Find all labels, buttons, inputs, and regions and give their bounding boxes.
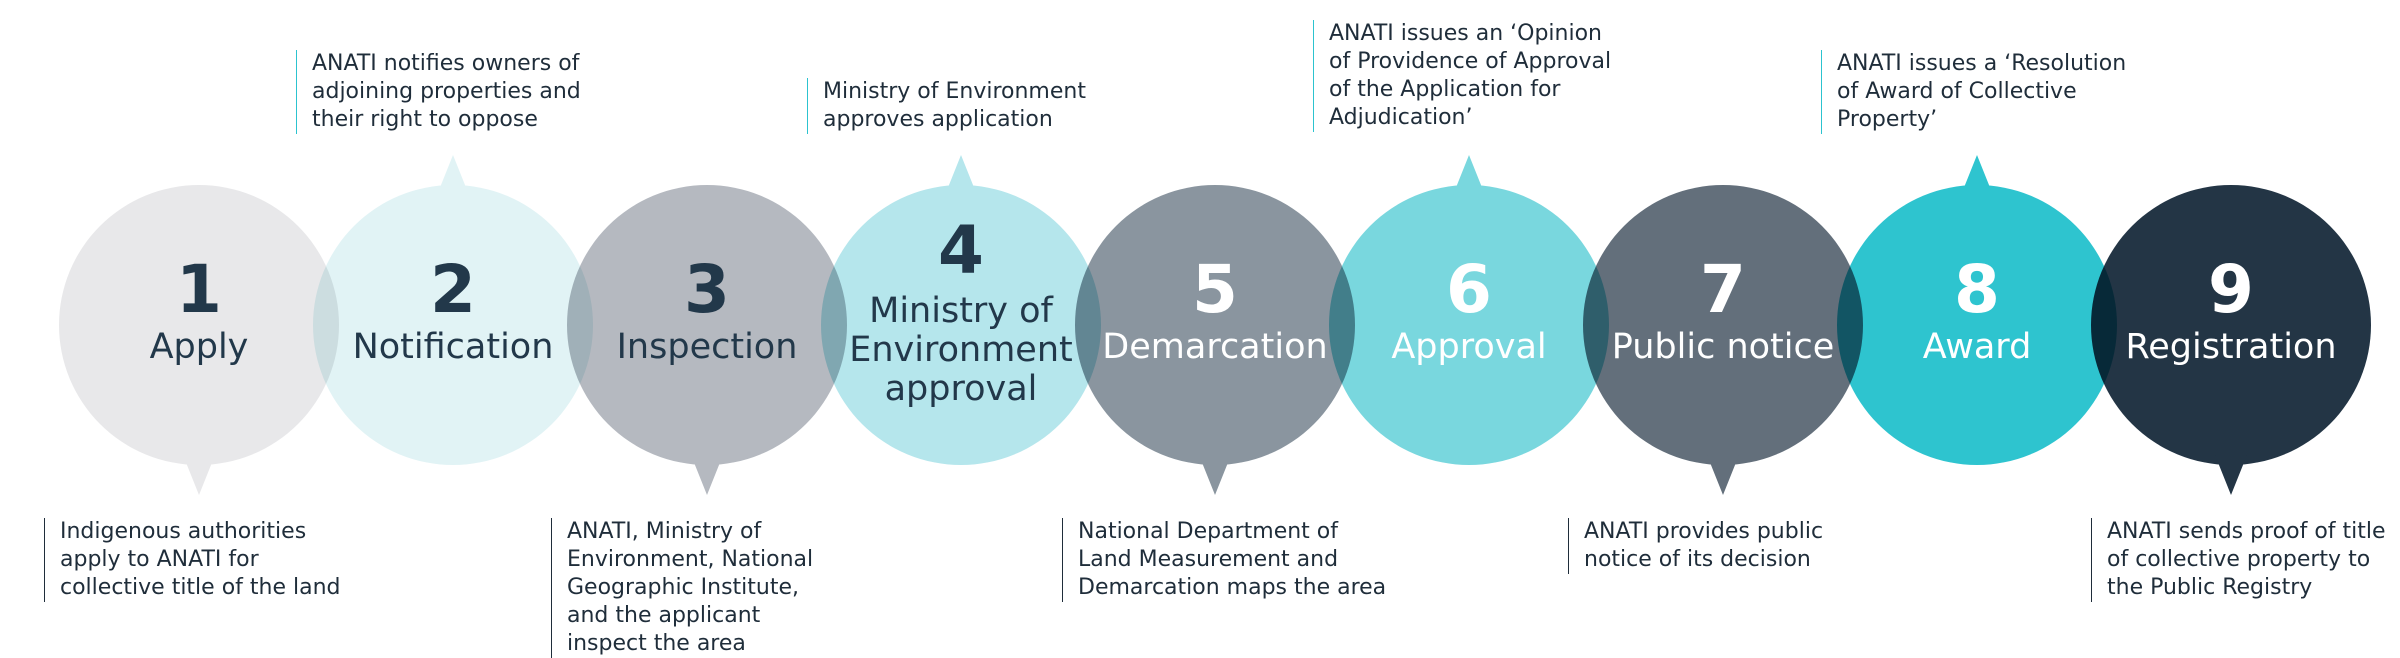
step-7-note: ANATI provides public notice of its deci… [1568,518,1823,574]
step-9-note: ANATI sends proof of title of collective… [2091,518,2386,602]
step-pointer [1961,155,1993,195]
step-number: 4 [938,212,984,289]
step-1 [59,185,339,495]
step-pointer [437,155,469,195]
step-5 [1075,185,1355,495]
step-pointer [1199,455,1231,495]
step-pointer [691,455,723,495]
step-8-note: ANATI issues a ‘Resolution of Award of C… [1821,50,2126,134]
step-label: Public notice [1612,327,1835,367]
step-circle [1075,185,1355,465]
step-6-note: ANATI issues an ‘Opinion of Providence o… [1313,20,1611,132]
step-pointer [1453,155,1485,195]
step-4-note: Ministry of Environment approves applica… [807,78,1086,134]
step-label: Apply [150,327,249,367]
step-3 [567,185,847,495]
step-number: 3 [684,251,730,328]
step-circle [59,185,339,465]
step-circle [2091,185,2371,465]
step-pointer [2215,455,2247,495]
step-label: Inspection [617,327,798,367]
step-pointer [183,455,215,495]
step-6 [1329,155,1609,465]
step-number: 8 [1954,251,2000,328]
step-2-note: ANATI notifies owners of adjoining prope… [296,50,581,134]
step-label: Demarcation [1102,327,1327,367]
step-2 [313,155,593,465]
step-8 [1837,155,2117,465]
step-5-note: National Department of Land Measurement … [1062,518,1386,602]
step-label: Notification [353,327,554,367]
step-circle [313,185,593,465]
step-number: 5 [1192,251,1238,328]
step-9 [2091,185,2371,495]
step-circle [567,185,847,465]
step-circle [821,185,1101,465]
step-label: Registration [2125,327,2336,367]
step-circle [1583,185,1863,465]
step-3-note: ANATI, Ministry of Environment, National… [551,518,813,658]
step-pointer [1707,455,1739,495]
step-number: 9 [2208,251,2254,328]
step-label: Approval [1391,327,1546,367]
step-circle [1837,185,2117,465]
step-number: 1 [176,251,222,328]
step-label: Award [1923,327,2032,367]
step-circle [1329,185,1609,465]
step-4 [821,155,1101,465]
step-number: 7 [1700,251,1746,328]
step-pointer [945,155,977,195]
step-number: 2 [430,251,476,328]
step-1-note: Indigenous authorities apply to ANATI fo… [44,518,341,602]
step-7 [1583,185,1863,495]
step-number: 6 [1446,251,1492,328]
